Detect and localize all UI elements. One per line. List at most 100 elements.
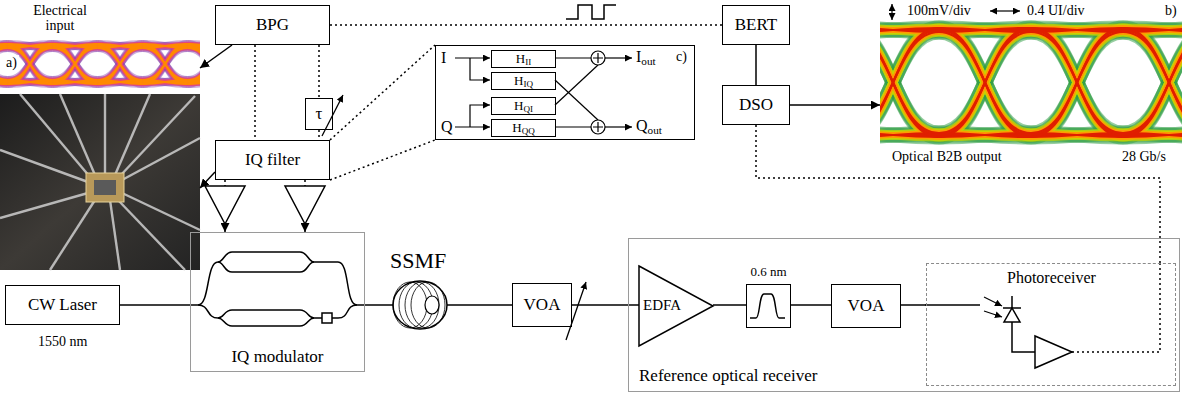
filter-box: HIQ	[491, 72, 556, 90]
fiber-spool	[405, 282, 439, 328]
driver-amplifier	[285, 186, 325, 224]
eye-trace	[188, 44, 201, 84]
eye-trace	[98, 44, 143, 84]
signal-name: Qout	[636, 117, 662, 135]
iq-modulator-waveguides	[190, 262, 218, 305]
eye-trace	[188, 48, 201, 80]
eye-trace	[939, 28, 1031, 137]
eye-trace	[188, 46, 201, 82]
photoreceiver-circuit	[984, 311, 1002, 317]
node-text: Optical B2B output	[890, 149, 1004, 164]
signal-connector	[330, 45, 435, 140]
iq-filter-detail-wires	[555, 80, 598, 120]
triangle-outline	[639, 266, 713, 346]
eye-trace	[880, 28, 939, 137]
filter-box: HII	[491, 50, 556, 68]
signal-connector	[756, 125, 1160, 263]
eye-trace	[1031, 28, 1123, 137]
process-box: BERT	[722, 5, 790, 45]
eye-trace	[1123, 28, 1182, 137]
node-text: Photoreceiver	[1007, 269, 1096, 287]
link-connector	[755, 45, 757, 85]
scale-arrows	[892, 4, 1020, 20]
photoreceiver-circuit	[925, 304, 980, 306]
fiber-spool	[411, 282, 445, 328]
eye-trace	[1123, 28, 1182, 137]
iq-modulator-waveguides	[338, 305, 357, 318]
probe-fiber	[50, 200, 95, 270]
eye-trace	[1123, 28, 1182, 137]
photoreceiver-circuit	[1012, 322, 1035, 352]
iq-modulator-waveguides	[218, 262, 314, 272]
iq-filter-detail-wires	[555, 57, 591, 58]
eye-trace	[53, 44, 98, 84]
eye-trace	[939, 28, 1031, 137]
eye-trace	[1123, 28, 1182, 137]
eye-trace	[188, 46, 201, 82]
scale-arrows	[990, 10, 1020, 11]
eye-trace	[98, 44, 143, 84]
eye-trace	[1123, 30, 1182, 135]
photoreceiver-circuit	[1011, 296, 1013, 308]
pulse-symbol	[566, 5, 616, 19]
probe-fiber	[104, 94, 106, 175]
iq-modulator-waveguides	[218, 318, 314, 326]
symbol-letter: H	[512, 120, 521, 135]
eye-trace	[939, 28, 1031, 137]
bandpass-symbol	[750, 294, 785, 318]
eye-trace	[188, 44, 201, 84]
photoreceiver-circuit	[984, 297, 1002, 306]
symbol-letter: I	[636, 48, 641, 65]
eye-trace	[188, 48, 201, 80]
eye-trace	[880, 28, 939, 137]
iq-filter-detail-wires	[605, 57, 632, 58]
iq-filter-detail-wires	[455, 126, 490, 127]
node-text: HQQ	[512, 121, 535, 135]
node-text: IQ modulator	[231, 348, 323, 367]
annotation-label: 1550 nm	[38, 334, 87, 349]
eye-trace	[188, 48, 201, 80]
chip-core	[94, 180, 116, 195]
iq-modulator-waveguides	[322, 313, 332, 323]
annotation-label: SSMF	[390, 249, 446, 273]
subscript: out	[641, 55, 655, 67]
fiber-spool	[393, 281, 447, 329]
probe-fiber	[0, 150, 88, 182]
eye-trace	[53, 44, 98, 84]
eye-trace	[1031, 28, 1123, 137]
iq-filter-detail-wires	[593, 53, 603, 63]
eye-trace	[939, 28, 1031, 137]
eye-trace	[53, 44, 98, 84]
node-text: EDFA	[643, 297, 681, 314]
eye-trace	[188, 48, 201, 80]
eye-trace	[188, 46, 201, 82]
eye-trace	[880, 28, 939, 137]
eye-trace	[143, 44, 188, 84]
iq-filter-detail-wires	[455, 57, 490, 58]
node-text: BERT	[735, 16, 777, 35]
eye-trace	[188, 48, 201, 80]
eye-trace	[143, 44, 188, 84]
eye-trace	[98, 44, 143, 84]
annotation-label: Q	[441, 118, 453, 136]
node-text: HIQ	[514, 74, 533, 88]
photo-ground	[0, 94, 200, 270]
chip-die	[86, 173, 124, 202]
link-connector	[200, 45, 232, 68]
iq-filter-detail-wires	[555, 65, 598, 105]
link-connector	[713, 304, 746, 306]
dashed-group-box: Photoreceiver	[926, 263, 1176, 386]
eye-trace	[1031, 28, 1123, 137]
symbol-letter: Q	[636, 117, 648, 134]
node-text: b)	[1163, 3, 1179, 18]
node-text: c)	[676, 49, 687, 64]
photoreceiver-circuit	[925, 262, 1160, 368]
probe-fiber	[20, 94, 90, 177]
node-text: a)	[4, 55, 19, 70]
eye-trace	[143, 44, 188, 84]
eye-trace	[880, 28, 939, 137]
probe-fiber	[0, 193, 88, 218]
signal-connector	[318, 130, 320, 140]
iq-modulator-waveguides	[198, 305, 218, 318]
filter-box: HQQ	[491, 119, 556, 137]
